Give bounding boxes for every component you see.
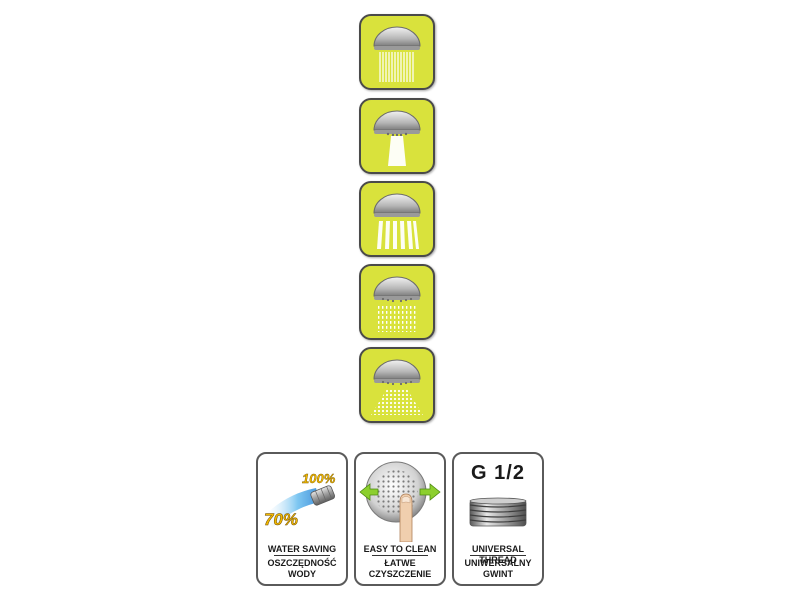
- spray-tile-rain: [359, 14, 435, 90]
- spray-tile-massage: [359, 181, 435, 257]
- thread-icon: [469, 497, 527, 527]
- badge-water-saving: 100% 70% WATER SAVING OSZCZĘDNOŚĆ WODY: [256, 452, 348, 586]
- water-saving-icon: [264, 485, 336, 528]
- massage-spray-icon: [373, 193, 421, 249]
- percent-high: 100%: [302, 471, 336, 486]
- label-pl-1: UNIWERSALNY: [464, 558, 532, 568]
- spray-tile-aerated: [359, 347, 435, 423]
- label-pl-2: GWINT: [483, 569, 513, 579]
- finger-icon: [399, 493, 413, 542]
- label-pl-1: ŁATWE: [384, 558, 416, 568]
- percent-low: 70%: [264, 510, 299, 530]
- label-divider: [470, 555, 526, 556]
- badge-universal-thread: G 1/2 UNIVERSAL THREAD UNIWERSALNY GWINT: [452, 452, 544, 586]
- jet-spray-icon: [373, 110, 421, 166]
- mist-spray-icon: [373, 276, 421, 332]
- spray-tile-mist: [359, 264, 435, 340]
- badge-easy-clean: EASY TO CLEAN ŁATWE CZYSZCZENIE: [354, 452, 446, 586]
- rain-spray-icon: [373, 26, 421, 82]
- label-en: EASY TO CLEAN: [363, 544, 437, 554]
- label-pl-2: CZYSZCZENIE: [368, 569, 432, 579]
- spray-tile-jet: [359, 98, 435, 174]
- label-divider: [274, 555, 330, 556]
- thread-size: G 1/2: [471, 462, 525, 484]
- label-pl-2: WODY: [288, 569, 316, 579]
- aerated-spray-icon: [371, 359, 423, 415]
- label-pl-1: OSZCZĘDNOŚĆ: [267, 558, 337, 568]
- label-en: WATER SAVING: [267, 544, 337, 554]
- easy-clean-icon: [359, 461, 441, 542]
- label-divider: [372, 555, 428, 556]
- label-en: UNIVERSAL THREAD: [471, 544, 524, 565]
- arrow-right-icon: [419, 483, 441, 501]
- arrow-left-icon: [359, 483, 379, 501]
